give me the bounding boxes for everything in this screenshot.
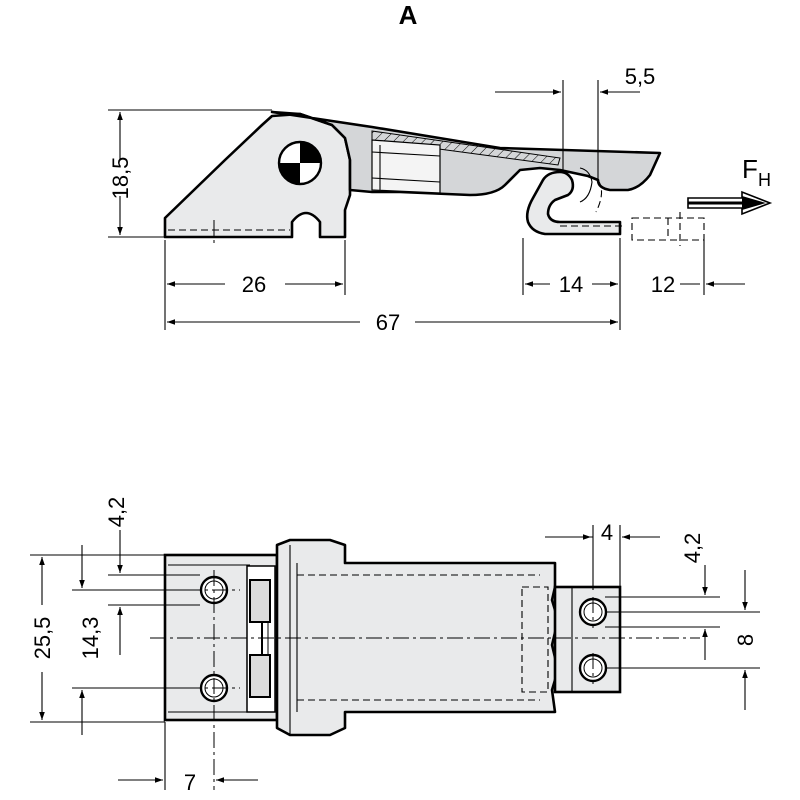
dim-hole-spacing: 14,3 — [78, 617, 103, 660]
view-label-a: A — [399, 0, 418, 30]
dim-hook-width: 14 — [559, 272, 583, 297]
latch-base-body — [163, 112, 352, 239]
dim-hook-offset: 5,5 — [625, 64, 656, 89]
lever-hatched-section — [371, 130, 561, 166]
force-arrow-icon — [687, 190, 773, 216]
force-subscript: H — [758, 170, 771, 190]
top-view: 25,5 14,3 4,2 7 4 4,2 — [30, 497, 760, 795]
dim-hook-hole-spacing: 8 — [733, 634, 758, 646]
dim-hole-offset-x: 7 — [184, 770, 196, 795]
dim-base-to-pivot: 26 — [242, 272, 266, 297]
side-view: 18,5 5,5 26 14 12 67 F — [108, 64, 773, 335]
force-label: F — [742, 154, 758, 184]
hinge — [246, 565, 276, 713]
lever-top — [275, 538, 560, 737]
dim-overall-width: 25,5 — [30, 617, 55, 660]
strike-plate-travel — [631, 212, 705, 246]
pivot-center-icon — [277, 140, 323, 186]
dim-hole-offset-top: 4,2 — [104, 497, 129, 528]
dim-hook-hole-offset: 4,2 — [680, 533, 705, 564]
dim-hook-plate-width: 4 — [601, 520, 613, 545]
spring-housing — [371, 139, 441, 194]
hook-part — [525, 170, 622, 236]
dim-travel: 12 — [651, 272, 675, 297]
dim-height: 18,5 — [108, 157, 133, 200]
dim-overall-length: 67 — [376, 310, 400, 335]
